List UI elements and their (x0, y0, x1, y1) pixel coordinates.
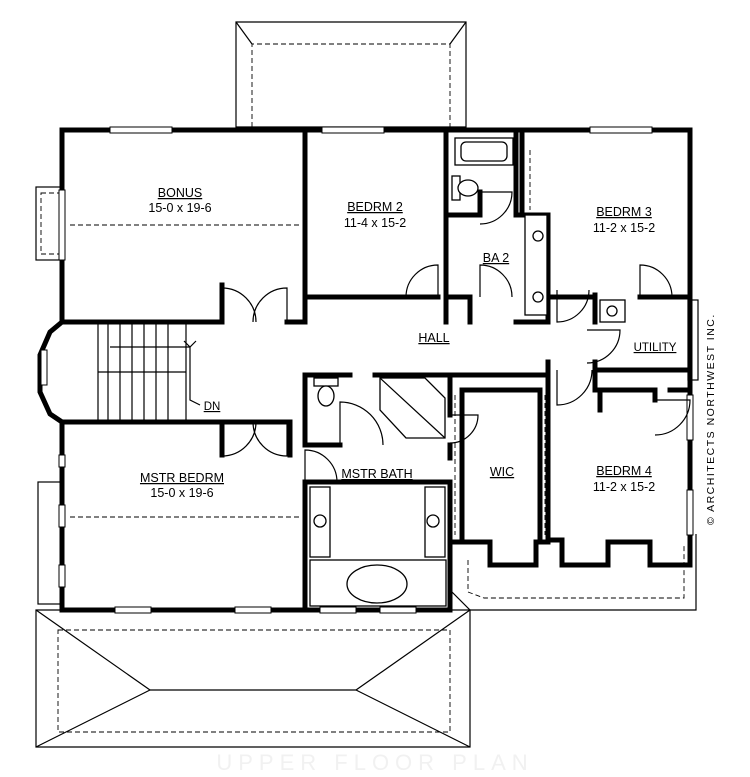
room-dims-bonus: 15-0 x 19-6 (148, 201, 211, 215)
stair-down-label: DN (204, 401, 221, 413)
room-name-utility: UTILITY (634, 342, 677, 354)
room-name-bedrm3: BEDRM 3 (596, 205, 652, 219)
room-name-bedrm4: BEDRM 4 (596, 464, 652, 478)
room-name-ba2: BA 2 (483, 251, 509, 265)
doors (221, 191, 691, 483)
room-name-mstr-bath: MSTR BATH (341, 467, 412, 481)
room-name-bedrm2: BEDRM 2 (347, 200, 403, 214)
room-name-mstr-bedrm: MSTR BEDRM (140, 471, 224, 485)
room-dims-bedrm3: 11-2 x 15-2 (593, 221, 655, 235)
room-labels: BONUS 15-0 x 19-6 BEDRM 2 11-4 x 15-2 BE… (140, 186, 677, 500)
architect-credit: © ARCHITECTS NORTHWEST INC. (705, 313, 717, 525)
room-dims-mstr-bedrm: 15-0 x 19-6 (150, 486, 213, 500)
room-dims-bedrm2: 11-4 x 15-2 (344, 216, 406, 230)
stair (97, 321, 201, 423)
room-name-hall: HALL (418, 331, 449, 345)
plan-title: UPPER FLOOR PLAN (216, 750, 533, 775)
interior-walls (59, 127, 693, 613)
windows (40, 126, 694, 614)
room-dims-bedrm4: 11-2 x 15-2 (593, 480, 655, 494)
room-name-bonus: BONUS (158, 186, 202, 200)
closet-lines (70, 150, 546, 535)
room-name-wic: WIC (490, 465, 514, 479)
fixtures (309, 137, 626, 607)
